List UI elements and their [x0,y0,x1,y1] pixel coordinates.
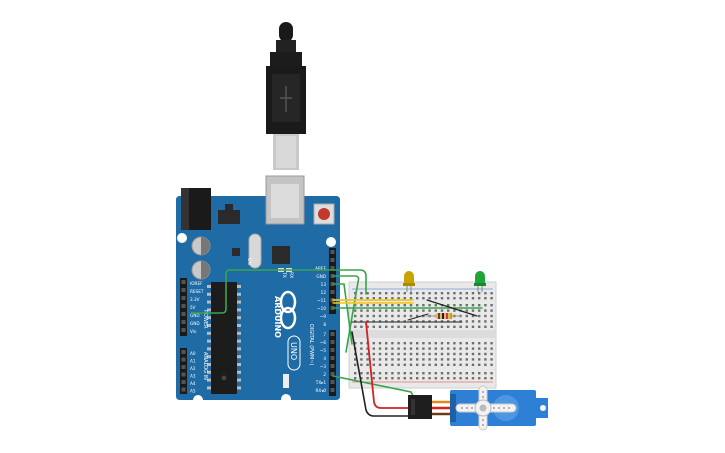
wire-black-servo-gnd[interactable] [351,331,413,417]
mount-hole [281,394,291,404]
power-pin-label-2: 3.3V [190,297,200,302]
digital-pin-label-bottom-0: 7 [323,332,326,337]
analog-pin-label-4: A4 [190,381,196,386]
wires [190,269,483,417]
digital-pin-label-bottom-5: 2 [323,372,326,377]
power-pin-label-3: 5V [190,305,196,310]
arduino-logo [279,290,297,330]
power-pin-label-1: RESET [190,289,204,294]
digital-pin-label-bottom-1: ~6 [320,340,327,345]
digital-pin-label-top-1: GND [316,274,326,279]
servo-motor[interactable] [408,385,548,431]
digital-pin-label-bottom-2: ~5 [320,348,327,353]
digital-pin-label-top-6: ~9 [320,314,327,319]
atmega-chip [211,282,237,394]
analog-header-label: ANALOG IN [202,352,208,380]
digital-pin-label-bottom-7: RX◂0 [315,388,326,393]
power-pin-label-0: IOREF [190,281,203,286]
mount-hole [193,395,203,405]
digital-pin-label-bottom-4: ~3 [320,364,327,369]
led-green[interactable] [474,271,486,292]
model-label: UNO [289,342,298,360]
digital-header-bottom[interactable] [329,330,336,396]
analog-pin-label-3: A3 [190,374,196,379]
wire-green-gnd[interactable] [332,275,360,353]
power-pin-label-6: Vin [190,329,197,334]
led-yellow[interactable] [403,271,415,292]
tx-label: TX [281,271,287,278]
digital-header-top[interactable] [329,248,336,314]
wire-red-servo-power[interactable] [365,321,413,409]
power-pin-label-4: GND [190,313,200,318]
usb-cable[interactable] [266,22,306,170]
analog-pin-label-5: A5 [190,389,196,394]
on-label: ON [246,258,252,265]
digital-pin-label-bottom-3: 4 [323,356,326,361]
wire-green-5v[interactable] [190,269,367,314]
analog-pin-label-1: A1 [190,359,196,364]
power-pin-label-5: GND [190,321,200,326]
rx-label: RX [288,272,294,278]
digital-pin-label-bottom-6: TX▸1 [315,380,327,385]
digital-header-label: DIGITAL (PWM~) [308,324,314,366]
analog-pin-label-2: A2 [190,366,196,371]
digital-pin-label-top-7: 8 [323,322,326,327]
brand-label: ARDUINO [273,296,282,338]
digital-pin-label-top-2: 13 [321,282,327,287]
power-header-label: POWER [202,310,208,329]
digital-pin-label-top-3: 12 [321,290,327,295]
analog-header[interactable] [180,348,187,394]
digital-pin-label-top-5: ~10 [317,306,326,311]
digital-pin-label-top-0: AREF [315,266,326,271]
mount-hole [326,237,336,247]
digital-pin-label-top-4: ~11 [317,298,326,303]
resistor[interactable] [426,313,462,319]
analog-pin-label-0: A0 [190,351,196,356]
arduino-board[interactable]: IOREF RESET 3.3V 5V GND GND Vin POWER A0A1A2A3… [176,175,340,405]
mount-hole [177,233,187,243]
